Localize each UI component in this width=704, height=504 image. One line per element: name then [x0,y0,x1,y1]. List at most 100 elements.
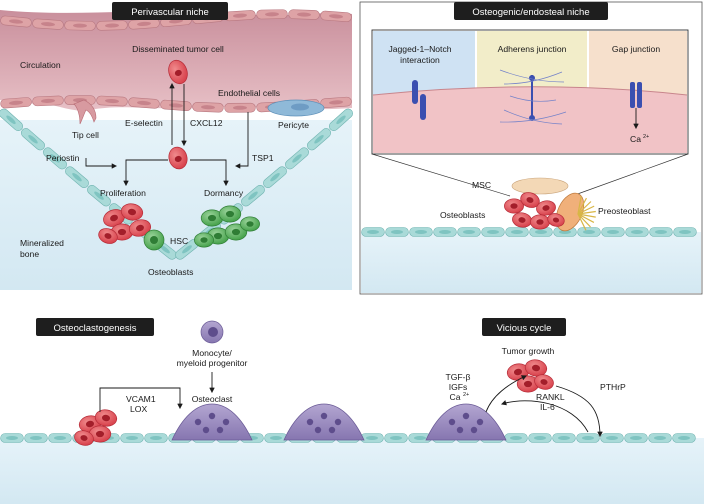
osteoblast-cell [241,184,265,207]
endothelial-cell [192,101,224,113]
osteoblast-cell [120,433,144,443]
process [577,213,591,228]
filament [503,109,563,125]
label-jagged1: Jagged-1–Notch [388,44,451,54]
label-osteoblasts-osteogenic: Osteoblasts [440,210,485,220]
osteoblast-cell [600,433,624,443]
label-mineralized: Mineralized [20,238,64,248]
title-vicious: Vicious cycle [497,323,552,334]
osteoclast-nucleus [202,426,210,434]
label-periostin: Periostin [46,153,80,163]
label-monocyte-1: Monocyte/ [192,348,232,358]
osteoblast-cell [43,147,67,170]
osteoblast-cell [285,147,309,170]
label-tgfb: TGF-β [446,372,471,382]
endothelial-cell [64,20,96,31]
label-ca-sup-vicious: 2+ [463,392,469,398]
label-endothelial: Endothelial cells [218,88,280,98]
title-badge-osteogenic [454,2,608,20]
endothelial-cell [96,20,128,31]
cell [98,228,118,244]
bottom-bone [0,438,704,504]
osteoblast-cell [385,227,409,237]
cell [224,223,248,241]
osteoblast-cell [528,433,552,443]
osteoclast-nucleus [216,426,224,434]
niche-tumor-cell [168,146,188,170]
osteoblast-cell [329,108,353,132]
osteoclast-1 [171,403,253,441]
zoom-line-right [571,153,689,197]
osteoclast-nucleus [222,418,230,426]
osteoclast-body [283,403,365,441]
arrow-vcam1-lox [99,387,183,412]
arrow-pthrp [555,385,603,438]
osteoclast-nucleus [448,418,456,426]
label-pericyte: Pericyte [278,120,309,130]
label-ca-osteogenic: Ca [630,134,641,144]
osteoclast-nucleus [476,418,484,426]
label-preosteoblast: Preosteoblast [598,206,651,216]
osteoblast-cell [360,433,384,443]
filament [499,69,565,83]
label-dtc: Disseminated tumor cell [132,44,224,54]
endothelial-cell [320,10,352,22]
label-monocyte-2: myeloid progenitor [177,358,248,368]
cell [534,374,554,390]
process [577,210,596,215]
process [577,213,595,223]
title-osteoclastogenesis: Osteoclastogenesis [54,323,137,334]
label-hsc: HSC [170,236,188,246]
endothelial-cell [160,99,192,112]
osteoblast-cell [625,227,649,237]
osteoclast-2 [283,403,365,441]
panel-bottom: Osteoclastogenesis Vicious cycle Monocyt… [0,318,704,504]
pericyte-nucleus [291,103,309,111]
label-jagged2: interaction [400,55,440,65]
endothelial-cell [224,102,256,113]
endothelial-cell [96,95,128,107]
cell [218,205,242,223]
title-badge-osteoclastogenesis [36,318,154,336]
osteoblast-cell [433,227,457,237]
osteoclast-nucleus [208,412,216,420]
endothelial-cell [32,95,64,107]
preosteoblast-processes [577,196,596,231]
label-circulation: Circulation [20,60,61,70]
process [577,196,582,215]
label-tipcell: Tip cell [72,130,99,140]
osteoblast-cell [48,433,72,443]
osteoblast-cell [481,227,505,237]
gap-connexon-2 [637,82,642,108]
mineralized-bone [0,120,352,290]
tumor-cluster-vicious [506,359,554,393]
process [577,213,587,231]
process [577,213,596,218]
label-eselectin: E-selectin [125,118,163,128]
cell [129,219,151,237]
osteoclast-nucleus [470,426,478,434]
osteoclast-body [171,403,253,441]
osteoblast-cell [87,184,111,207]
osteoblast-cell [144,433,168,443]
cell [504,198,524,214]
osteoblast-cell [648,433,672,443]
cell [240,216,260,232]
arrow-tsp1 [234,112,249,169]
endothelial-cell [0,15,32,28]
osteoblast-cell [624,433,648,443]
endothelial-cell [0,97,32,109]
jagged-ligand [412,80,418,104]
osteoblast-cell [65,166,89,189]
osteoclast-body [425,403,507,441]
label-ca-vicious: Ca [450,392,461,402]
osteoclast-nucleus [328,426,336,434]
label-proliferation: Proliferation [100,188,146,198]
label-vcam1: VCAM1 [126,394,156,404]
gap-connexon-1 [630,82,635,108]
osteoblast-lining-osteogenic [361,227,697,237]
tip-cell [73,99,97,125]
notch-receptor [420,94,426,120]
osteogenic-bone [361,232,701,293]
